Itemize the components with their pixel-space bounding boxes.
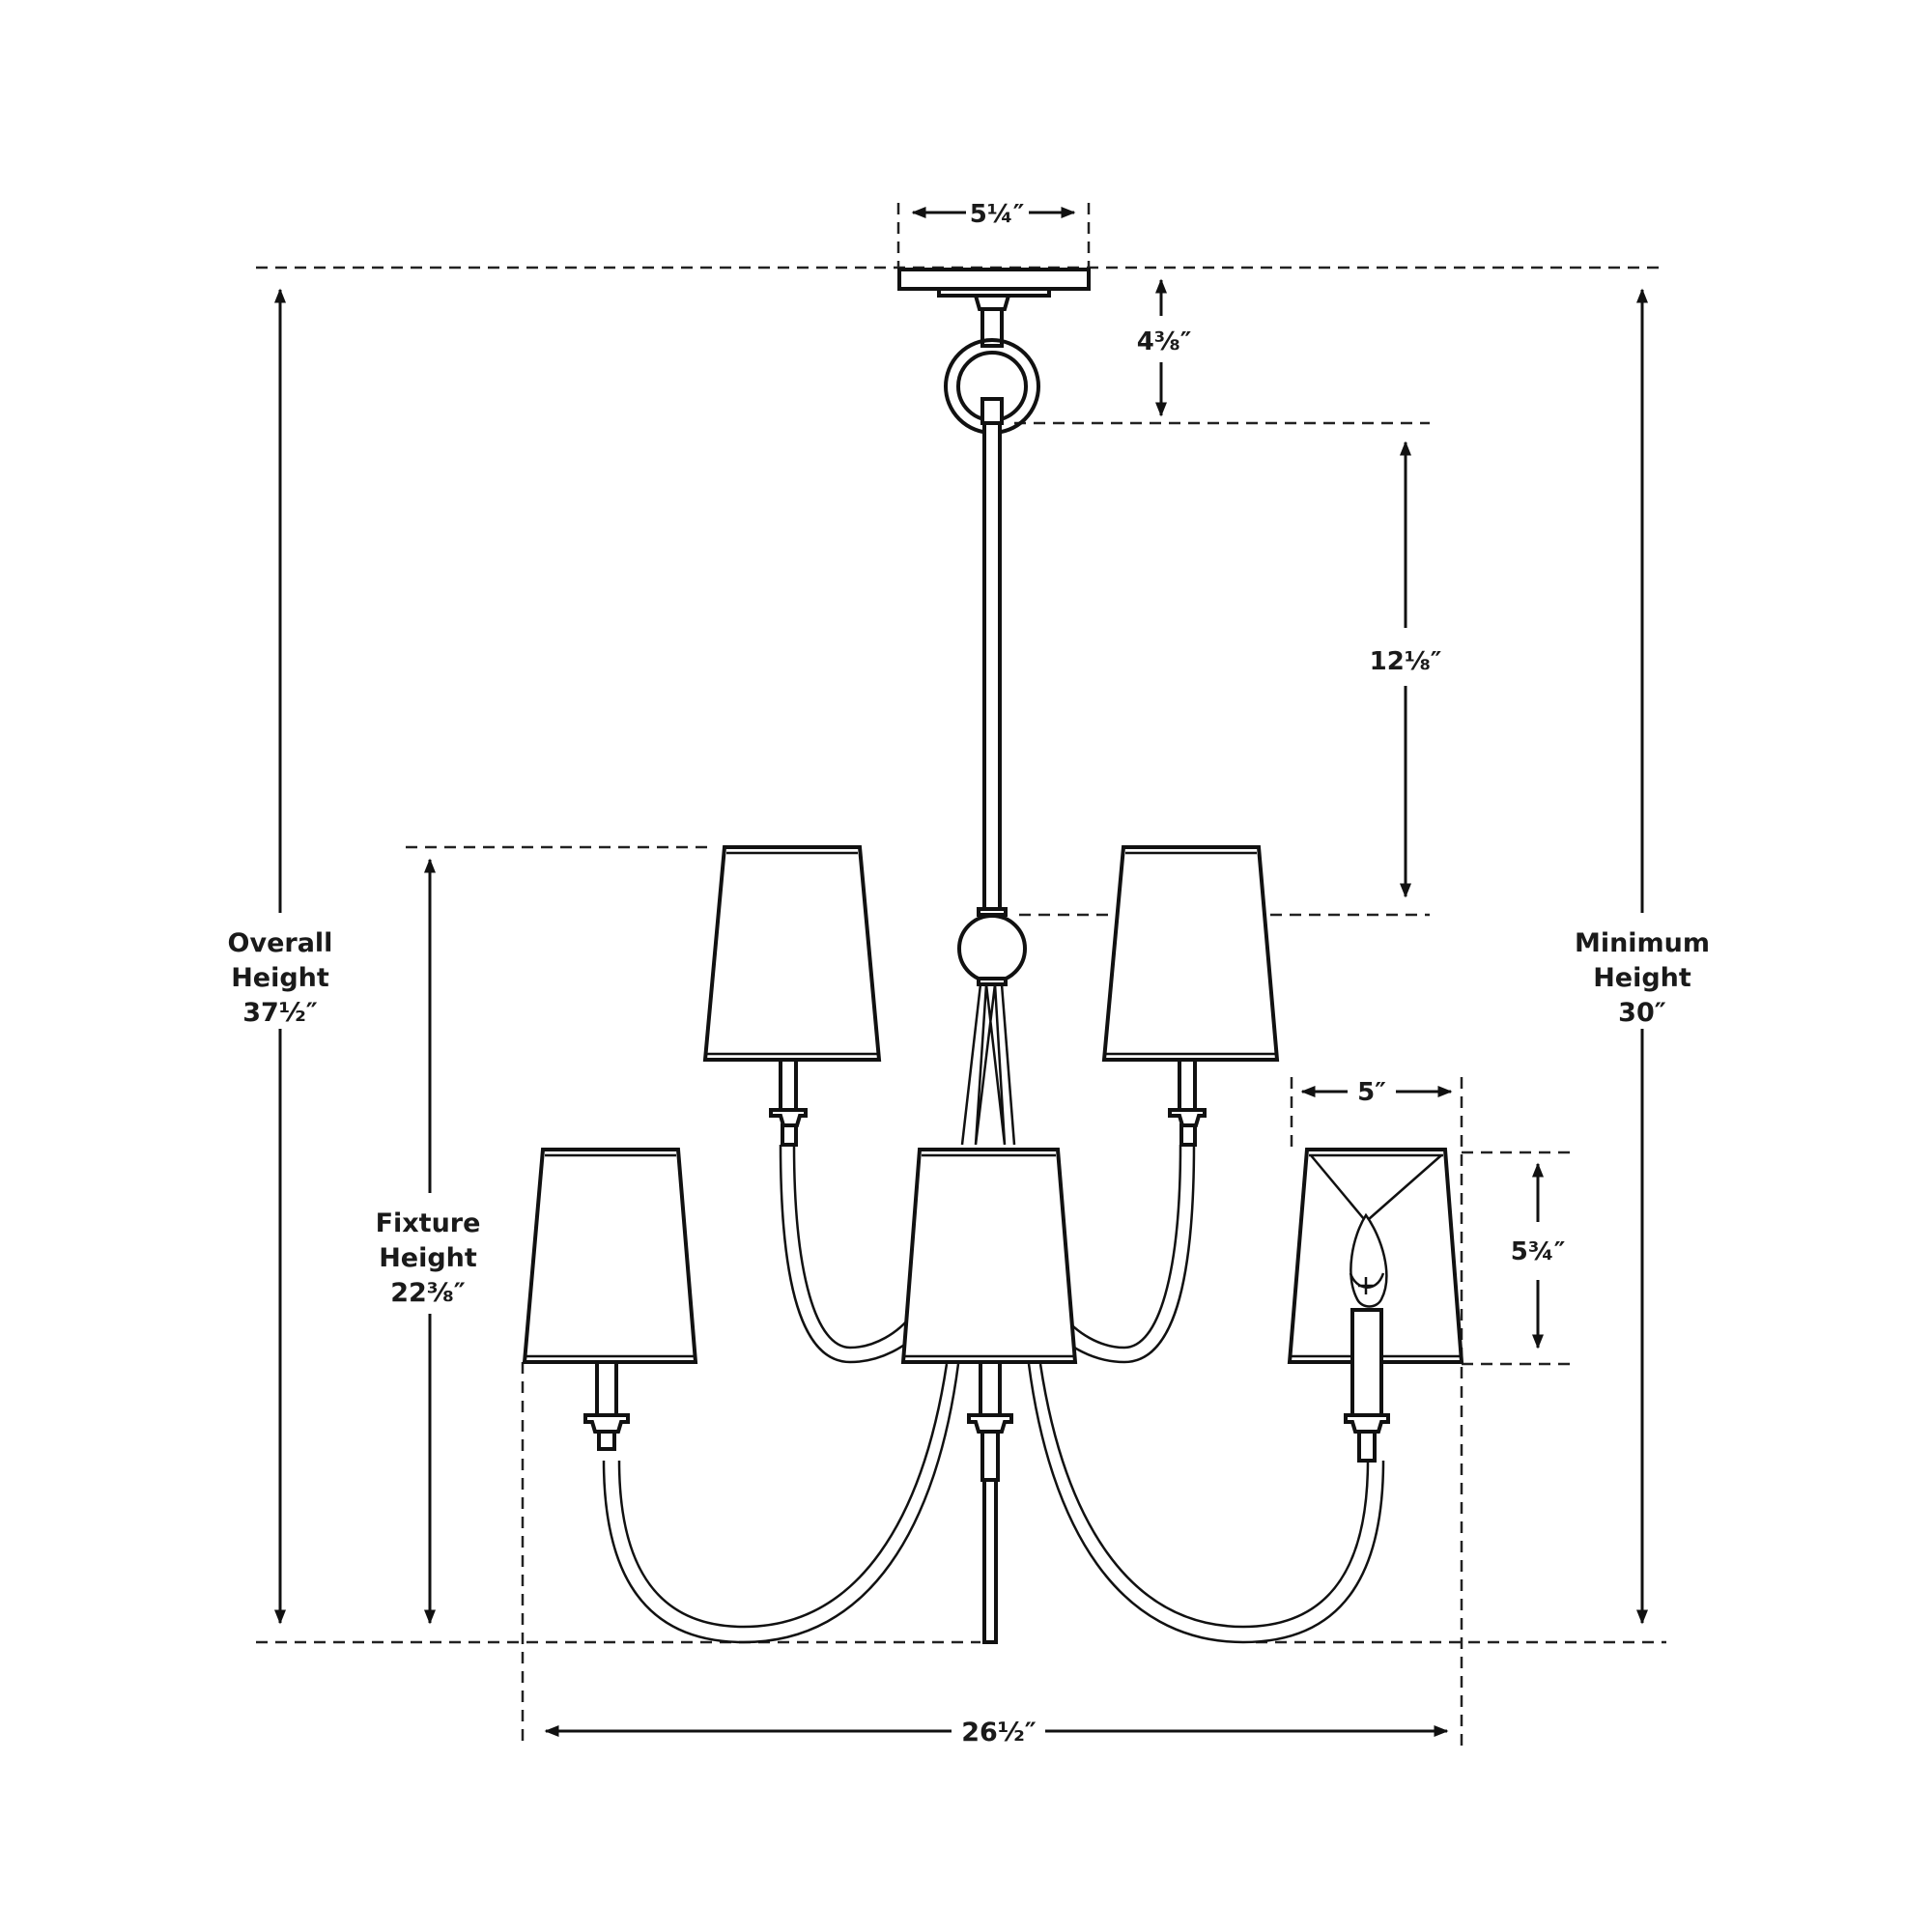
upper-link [980,307,1004,348]
dimension-labels: 5¼″ 4⅜″ 12⅛″ Overall Height 37½″ Fixture… [228,200,1711,1747]
overall-width-label: 26½″ [961,1718,1037,1747]
canopy-width-label: 5¼″ [970,200,1025,229]
stem [982,421,1002,913]
shade-upper-right [1101,845,1280,1147]
minimum-height-label-1: Minimum [1575,928,1710,958]
lower-link [980,397,1004,425]
stem-collar-bottom [977,977,1008,986]
support-rod [960,983,1016,1146]
overall-height-label-2: Height [231,963,329,993]
candle-bulb-icon [1350,1212,1388,1308]
shade-height-label: 5¾″ [1511,1237,1566,1266]
chandelier [522,268,1464,1644]
arm-lower-left [602,1363,960,1644]
overall-height-label-1: Overall [228,928,333,958]
arm-upper-left [779,1144,928,1364]
canopy [897,268,1091,291]
fixture-height-label-1: Fixture [376,1208,481,1238]
reference-lines [256,203,1666,1748]
canopy-neck [973,294,1011,311]
canopy-drop-label: 4⅜″ [1137,327,1192,356]
overall-height-value: 37½″ [242,998,318,1028]
minimum-height-value: 30″ [1618,998,1666,1028]
fixture-height-label-2: Height [379,1243,477,1273]
center-drop-rod [982,1478,998,1644]
shade-width-label: 5″ [1357,1078,1386,1107]
minimum-height-label-2: Height [1593,963,1691,993]
shade-lower-center [900,1148,1078,1482]
stem-length-label: 12⅛″ [1370,647,1442,676]
shade-harp [1310,1154,1442,1220]
shade-lower-left [522,1148,698,1451]
candle-sleeve [1350,1308,1383,1418]
shade-upper-left [702,845,882,1147]
arm-lower-right [1027,1363,1385,1644]
center-ball [957,914,1027,983]
dimension-arrows [274,207,1648,1737]
shade-lower-right-detail [1287,1148,1464,1463]
fixture-height-value: 22⅜″ [390,1278,466,1308]
